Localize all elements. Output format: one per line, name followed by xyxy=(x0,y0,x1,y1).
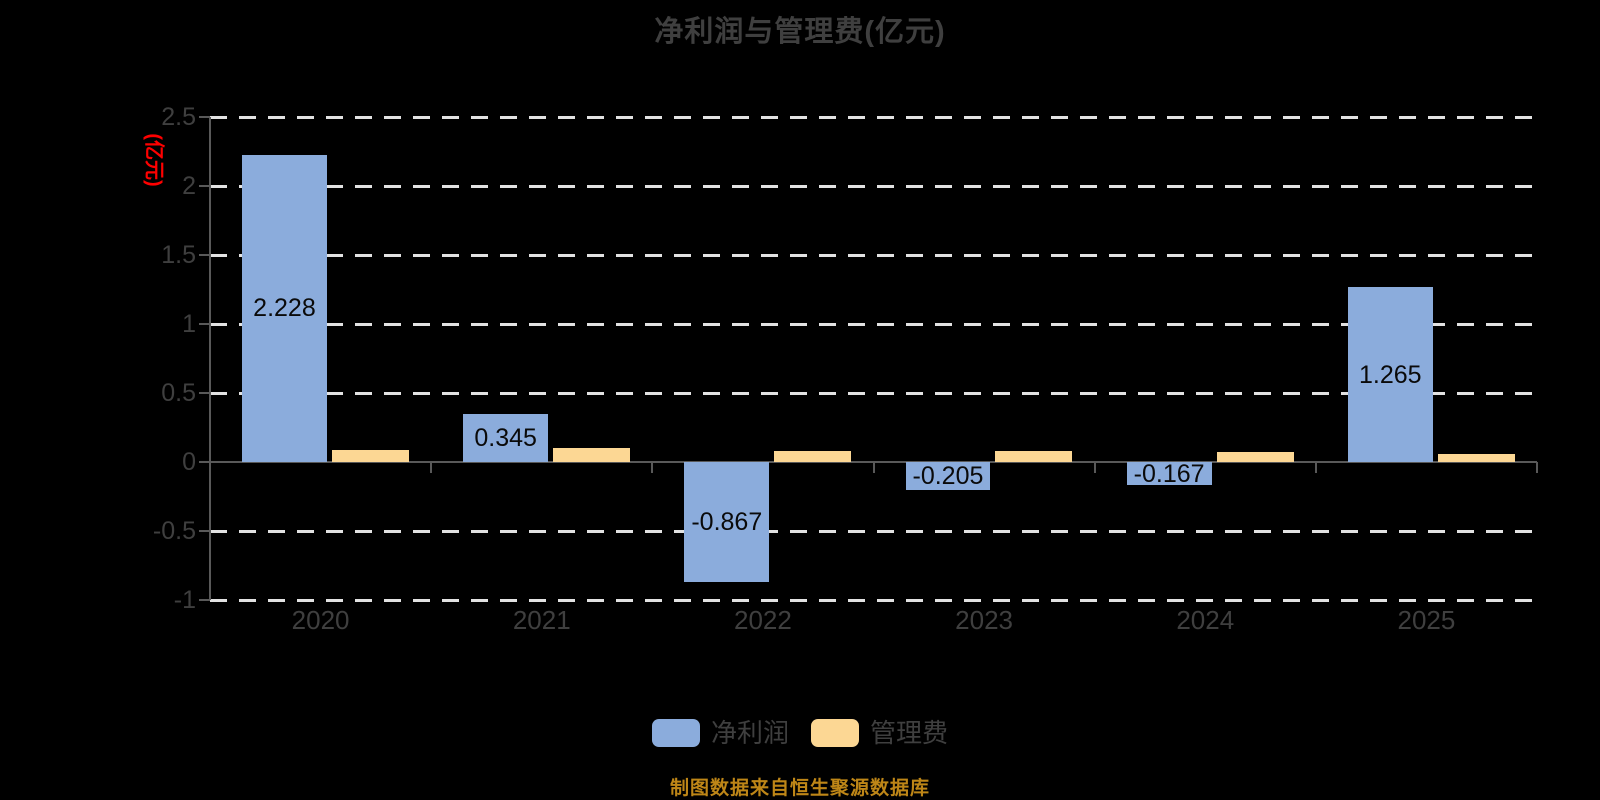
y-tick-label: 0.5 xyxy=(161,379,196,407)
y-tick-label: -1 xyxy=(173,586,196,614)
x-axis-tick xyxy=(1314,462,1317,473)
y-tick-label: 1 xyxy=(182,310,196,338)
bar-value-label: -0.205 xyxy=(912,462,984,491)
bar-管理费-2022 xyxy=(774,450,852,462)
y-axis-tick xyxy=(199,461,210,463)
legend-item: 管理费 xyxy=(811,719,948,747)
bar-value-label: -0.867 xyxy=(691,507,763,536)
legend-label: 净利润 xyxy=(710,718,789,748)
bar-净利润-2022 xyxy=(684,462,770,582)
gridline xyxy=(210,392,1537,395)
bar-value-label: 0.345 xyxy=(474,424,537,453)
x-tick-label: 2023 xyxy=(955,605,1013,635)
legend-swatch xyxy=(651,719,700,747)
gridline xyxy=(210,254,1537,257)
y-axis-tick xyxy=(199,254,210,256)
legend-item: 净利润 xyxy=(651,718,789,748)
bar-管理费-2021 xyxy=(553,448,631,462)
bar-管理费-2023 xyxy=(995,450,1073,462)
y-axis-tick xyxy=(199,530,210,532)
gridline xyxy=(210,185,1537,188)
x-axis-tick xyxy=(209,462,211,473)
gridline xyxy=(210,116,1537,119)
y-axis-tick xyxy=(199,599,210,601)
bar-value-label: 2.228 xyxy=(253,294,316,323)
x-tick-label: 2020 xyxy=(291,605,350,635)
x-tick-label: 2022 xyxy=(733,605,792,635)
x-axis-tick xyxy=(1536,462,1538,473)
y-tick-label: 2.5 xyxy=(161,103,196,131)
y-axis-tick xyxy=(199,116,210,118)
legend: 净利润 管理费 xyxy=(0,719,1600,747)
y-tick-label: -0.5 xyxy=(152,517,196,545)
y-axis-line xyxy=(209,117,211,600)
y-tick-label: 1.5 xyxy=(161,241,196,269)
y-axis-tick xyxy=(199,185,210,187)
gridline xyxy=(210,599,1537,602)
x-axis-tick xyxy=(872,462,875,473)
bar-value-label: -0.167 xyxy=(1133,459,1205,488)
chart-title: 净利润与管理费(亿元) xyxy=(654,16,946,48)
bar-value-label: 1.265 xyxy=(1359,360,1422,389)
y-tick-label: 2 xyxy=(182,172,196,200)
legend-label: 管理费 xyxy=(870,718,949,748)
x-tick-label: 2021 xyxy=(512,605,571,635)
y-axis-tick xyxy=(199,323,210,325)
bar-管理费-2020 xyxy=(331,449,409,462)
bar-净利润-2021 xyxy=(463,414,549,462)
bar-管理费-2025 xyxy=(1437,453,1515,462)
bar-管理费-2024 xyxy=(1216,452,1294,462)
bar-净利润-2020 xyxy=(242,154,327,462)
bar-净利润-2024 xyxy=(1126,462,1212,486)
bar-净利润-2023 xyxy=(905,462,991,491)
gridline xyxy=(210,323,1537,326)
y-tick-label: 0 xyxy=(182,448,196,476)
gridline xyxy=(210,530,1537,533)
x-tick-label: 2025 xyxy=(1397,605,1456,635)
bar-净利润-2025 xyxy=(1347,287,1433,462)
legend-swatch xyxy=(811,719,859,747)
x-tick-label: 2024 xyxy=(1176,605,1235,635)
x-axis-tick xyxy=(430,462,433,473)
x-axis-tick xyxy=(651,462,654,473)
data-source-note: 制图数据来自恒生聚源数据库 xyxy=(669,778,930,799)
y-axis-tick xyxy=(199,392,210,394)
x-axis-tick xyxy=(1093,462,1096,473)
